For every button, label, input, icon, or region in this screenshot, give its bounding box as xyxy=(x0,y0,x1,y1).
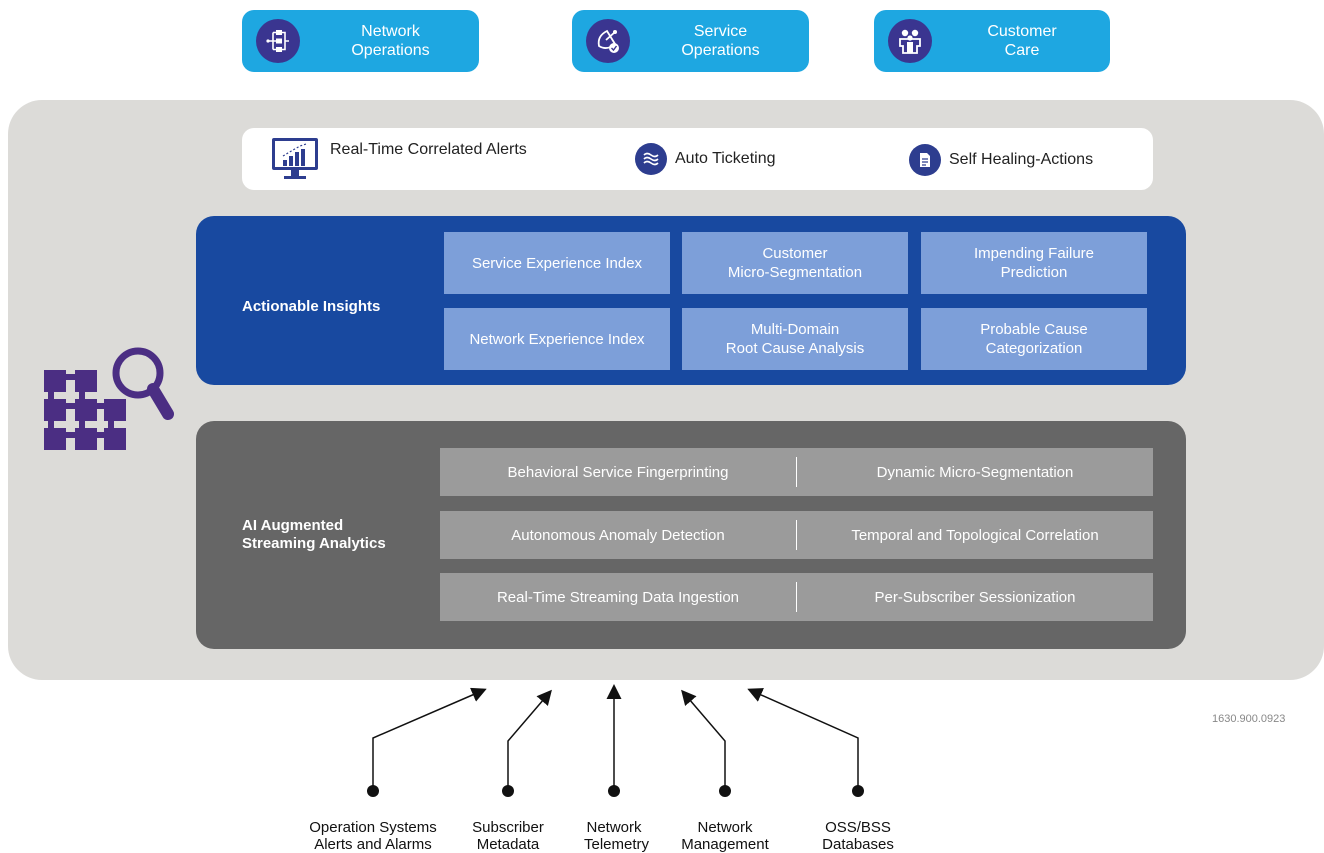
service-operations-label: Service Operations xyxy=(681,23,760,59)
source-network-management: Network Management xyxy=(681,819,769,853)
customer-care-label: Customer Care xyxy=(987,23,1057,59)
people-group-icon xyxy=(888,19,932,63)
insight-network-experience-index: Network Experience Index xyxy=(444,308,670,370)
network-operations-label: Network Operations xyxy=(351,23,430,59)
behavioral-service-fingerprinting: Behavioral Service Fingerprinting xyxy=(507,463,729,481)
per-subscriber-sessionization: Per-Subscriber Sessionization xyxy=(874,588,1076,606)
source-oss-bss-databases: OSS/BSS Databases xyxy=(822,819,894,853)
streaming-analytics-title: AI Augmented Streaming Analytics xyxy=(242,517,386,552)
analytics-row-2: Autonomous Anomaly Detection Temporal an… xyxy=(440,511,1153,559)
source-operation-systems: Operation Systems Alerts and Alarms xyxy=(309,819,437,853)
self-healing-actions-label: Self Healing-Actions xyxy=(949,151,1094,168)
auto-ticketing[interactable]: Auto Ticketing xyxy=(635,143,776,175)
self-healing-actions[interactable]: Self Healing-Actions xyxy=(909,144,1093,176)
waves-icon xyxy=(635,143,667,175)
dynamic-micro-segmentation: Dynamic Micro-Segmentation xyxy=(876,463,1074,481)
autonomous-anomaly-detection: Autonomous Anomaly Detection xyxy=(511,526,725,544)
service-operations-button[interactable]: Service Operations xyxy=(572,10,809,72)
document-icon xyxy=(909,144,941,176)
insight-customer-micro-segmentation: Customer Micro-Segmentation xyxy=(682,232,908,294)
source-dot xyxy=(719,785,731,797)
source-subscriber-metadata: Subscriber Metadata xyxy=(472,819,544,853)
actions-bar xyxy=(242,128,1153,190)
monitor-chart-icon xyxy=(270,136,320,182)
network-flow-icon xyxy=(256,19,300,63)
auto-ticketing-label: Auto Ticketing xyxy=(675,150,776,167)
actionable-insights-title: Actionable Insights xyxy=(242,298,381,315)
row-divider xyxy=(796,520,797,550)
network-operations-button[interactable]: Network Operations xyxy=(242,10,479,72)
analytics-row-3: Real-Time Streaming Data Ingestion Per-S… xyxy=(440,573,1153,621)
document-id: 1630.900.0923 xyxy=(1212,713,1286,725)
source-dot xyxy=(367,785,379,797)
source-dot xyxy=(502,785,514,797)
insight-multi-domain-rca: Multi-Domain Root Cause Analysis xyxy=(682,308,908,370)
source-dot xyxy=(608,785,620,797)
analytics-row-1: Behavioral Service Fingerprinting Dynami… xyxy=(440,448,1153,496)
real-time-streaming-data-ingestion: Real-Time Streaming Data Ingestion xyxy=(496,588,740,606)
row-divider xyxy=(796,582,797,612)
customer-care-button[interactable]: Customer Care xyxy=(874,10,1110,72)
source-network-telemetry: Network Telemetry xyxy=(584,819,650,853)
insight-probable-cause-categorization: Probable Cause Categorization xyxy=(921,308,1147,370)
insight-impending-failure-prediction: Impending Failure Prediction xyxy=(921,232,1147,294)
row-divider xyxy=(796,457,797,487)
insight-service-experience-index: Service Experience Index xyxy=(444,232,670,294)
real-time-correlated-alerts[interactable]: Real-Time Correlated Alerts xyxy=(270,136,527,182)
temporal-topological-correlation: Temporal and Topological Correlation xyxy=(851,526,1099,544)
satellite-dish-icon xyxy=(586,19,630,63)
real-time-correlated-alerts-label: Real-Time Correlated Alerts xyxy=(330,141,527,158)
source-dot xyxy=(852,785,864,797)
